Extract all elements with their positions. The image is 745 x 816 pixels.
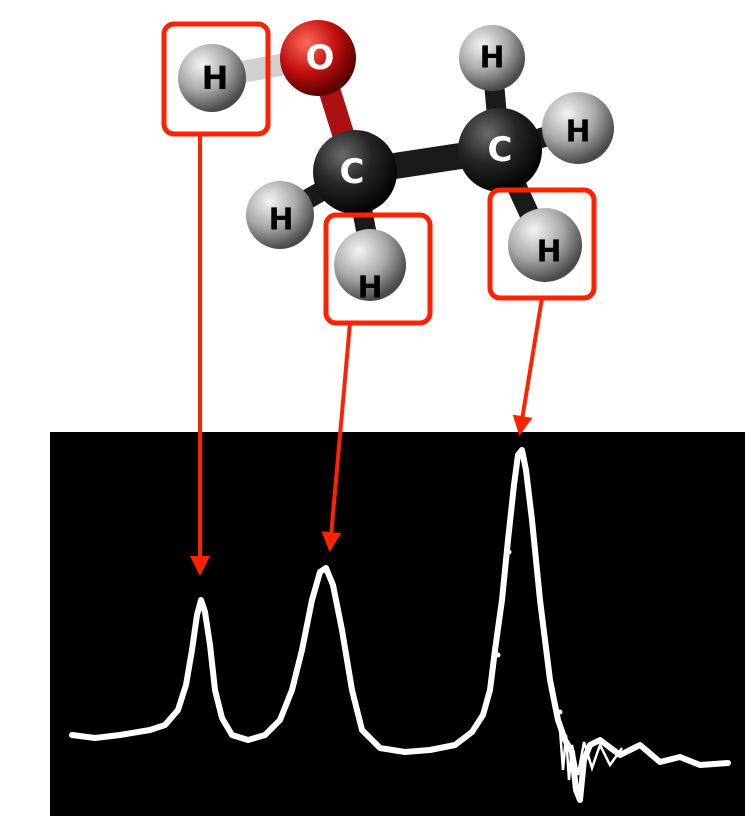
nmr-spectrum-panel xyxy=(50,432,745,816)
spectrum-dot xyxy=(495,652,501,658)
svg-text:H: H xyxy=(268,203,293,238)
arrow-ch2-peak xyxy=(321,322,352,552)
svg-text:H: H xyxy=(536,235,561,270)
atom-carbon-1: C xyxy=(313,130,397,214)
atom-carbon-2: C xyxy=(458,108,542,192)
spectrum-trace-noise xyxy=(558,729,624,781)
molecule-atoms: H H H O C C H H xyxy=(178,20,614,306)
svg-text:H: H xyxy=(565,115,590,150)
svg-text:C: C xyxy=(488,130,513,170)
atom-h-c1-left: H xyxy=(246,181,314,249)
svg-text:C: C xyxy=(340,152,365,192)
spectrum-dot xyxy=(506,549,512,555)
atom-h-c2-right: H xyxy=(542,92,614,164)
atom-h-c2-front: H xyxy=(508,208,582,282)
atom-h-oh: H xyxy=(178,44,246,112)
spectrum-background xyxy=(50,432,745,816)
highlight-box-ch2 xyxy=(323,212,433,326)
spectrum-trace xyxy=(69,447,731,803)
svg-text:H: H xyxy=(357,271,382,306)
highlight-box-oh xyxy=(161,21,271,137)
atom-h-c1-front: H xyxy=(334,229,406,306)
svg-text:H: H xyxy=(202,59,229,97)
atom-oxygen: O xyxy=(280,20,356,96)
svg-text:O: O xyxy=(306,38,335,78)
atom-h-c2-top: H xyxy=(459,25,525,91)
spectrum-dot xyxy=(557,709,563,715)
arrow-ch3-peak xyxy=(512,297,544,436)
highlight-boxes xyxy=(161,21,597,326)
peak-arrows xyxy=(190,134,544,576)
svg-text:H: H xyxy=(479,41,504,76)
